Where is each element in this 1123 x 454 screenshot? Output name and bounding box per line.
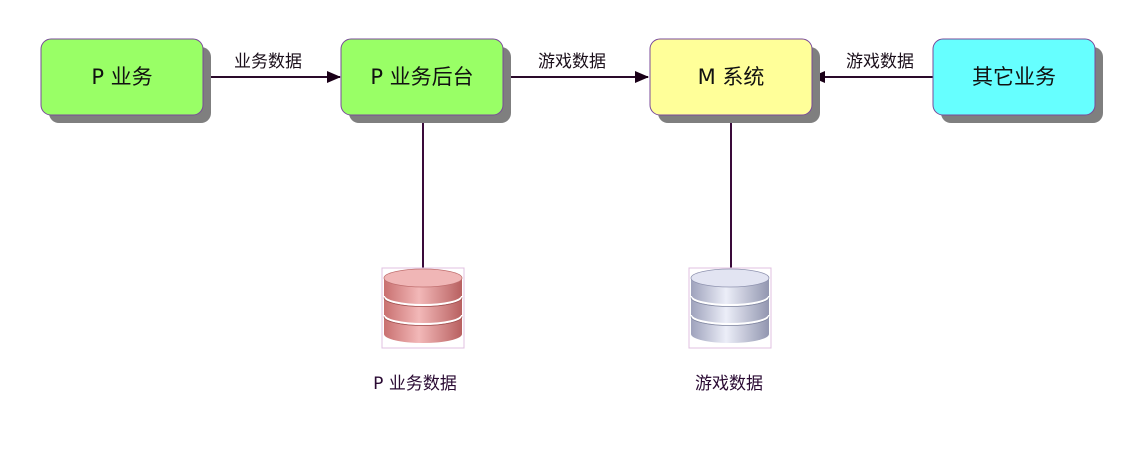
node-m-system: M 系统 (649, 38, 820, 123)
node-p-business: P 业务 (40, 38, 211, 123)
node-label-p-backend: P 业务后台 (370, 65, 473, 89)
node-p-backend: P 业务后台 (340, 38, 511, 123)
database-icon-game-data (688, 267, 772, 349)
node-other-business: 其它业务 (932, 38, 1103, 123)
node-label-m-system: M 系统 (698, 65, 765, 89)
database-label-p-data: P 业务数据 (373, 374, 457, 394)
edge-label-backend-to-m: 游戏数据 (538, 52, 606, 72)
database-icon-p-data (381, 267, 465, 349)
edge-label-other-to-m: 游戏数据 (846, 52, 914, 72)
node-label-p-business: P 业务 (91, 65, 152, 89)
node-label-other-business: 其它业务 (972, 65, 1056, 89)
database-label-game-data: 游戏数据 (695, 374, 763, 394)
edge-label-p-to-backend: 业务数据 (234, 52, 302, 72)
